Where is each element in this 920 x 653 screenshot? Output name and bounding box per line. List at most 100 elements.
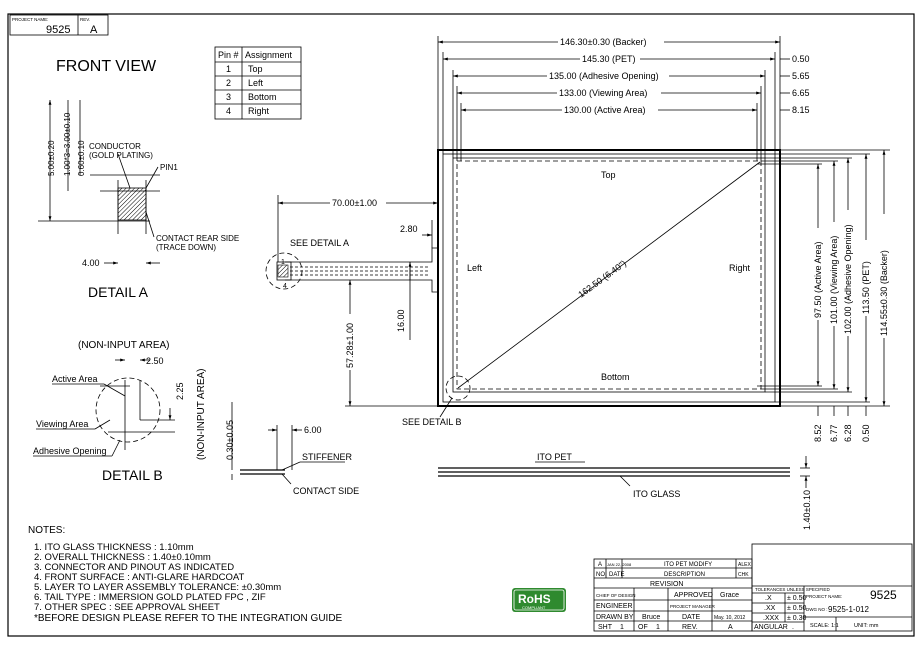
rohs-text: RoHS — [518, 592, 551, 606]
approved-label: APPROVED — [674, 592, 713, 599]
edge-left-label: Left — [467, 263, 483, 273]
rev-no: A — [598, 562, 602, 568]
dim-2-80: 2.80 — [400, 224, 418, 234]
dim-adhesive-width: 135.00 (Adhesive Opening) — [549, 71, 659, 81]
backer-outline — [437, 149, 781, 407]
dim-pitch: 1.00*3=3.00±0.10 — [63, 112, 72, 176]
side-view: 0.30±0.05 6.00 STIFFENER CONTACT SIDE IT… — [225, 402, 812, 530]
dim-57-28: 57.28±1.00 — [345, 323, 355, 368]
project-tag: PROJECT NAME: 9525 REV. A — [9, 14, 109, 36]
revision-block: A JAN 22, 2008 ITO PET MODIFY ALEX NO. D… — [593, 558, 753, 632]
conductor-label: CONDUCTOR — [89, 142, 141, 151]
dwg-label: DWG NO : — [806, 607, 828, 612]
dim-5-00: 5.00±0.20 — [47, 140, 56, 176]
project-name-value: 9525 — [870, 588, 897, 602]
engineer-label: ENGINEER — [596, 603, 633, 610]
angular-value: . — [792, 624, 794, 631]
pin-cell: 4 — [226, 106, 231, 116]
top-dimensions: 146.30±0.30 (Backer) 145.30 (PET) 135.00… — [437, 36, 810, 161]
rev-date: JAN 22, 2008 — [607, 562, 632, 567]
panel-outline: 162.50 (6.40") Top Left Right Bottom — [437, 149, 781, 407]
dim-2-50: 2.50 — [146, 356, 164, 366]
diagonal-label: 162.50 (6.40") — [576, 258, 628, 299]
revision-label: REVISION — [650, 581, 683, 588]
pm-label: PROJECT MANAGER — [670, 604, 716, 609]
rohs-logo: RoHS COMPLIANT — [512, 588, 566, 612]
drawn-by-label: DRAWN BY — [596, 614, 634, 621]
edge-bottom-label: Bottom — [601, 372, 630, 382]
tol-precision: .XXX — [763, 615, 779, 622]
notes-heading: NOTES: — [28, 525, 65, 536]
of-label: OF — [638, 624, 648, 631]
rev-tag-label: REV. — [80, 17, 90, 22]
hdr-description: DESCRIPTION — [664, 572, 705, 578]
pin-header: Pin # — [218, 50, 239, 60]
tolerance-title: TOLERANCES UNLESS SPECIFIED — [755, 587, 830, 592]
fpc-tail: 1 4 SEE DETAIL A 70.00±1.00 2.80 16.00 5… — [265, 195, 462, 427]
offset-5-65: 5.65 — [792, 71, 810, 81]
assignment-cell: Top — [248, 64, 263, 74]
detail-a: 5.00±0.20 1.00*3=3.00±0.10 0.60±0.10 CON… — [38, 100, 239, 268]
edge-right-label: Right — [729, 263, 751, 273]
hdr-chk: CHK — [738, 572, 749, 578]
contact-side-label: CONTACT SIDE — [293, 486, 359, 496]
tol-value: ± 0.50 — [787, 605, 807, 612]
dim-backer-width: 146.30±0.30 (Backer) — [560, 37, 647, 47]
notes: NOTES: 1. ITO GLASS THICKNESS : 1.10mm 2… — [28, 525, 343, 624]
contact-pads — [117, 187, 147, 221]
sht-label: SHT — [598, 624, 613, 631]
unit-label: UNIT: mm — [854, 623, 879, 629]
dim-4-00: 4.00 — [82, 258, 100, 268]
dwg-number: 9525-1-012 — [828, 605, 869, 614]
dim-16-00: 16.00 — [396, 309, 406, 332]
dim-active-height: 97.50 (Active Area) — [813, 241, 823, 318]
dim-pet-width: 145.30 (PET) — [582, 54, 636, 64]
ito-pet-label: ITO PET — [537, 452, 572, 462]
pin-cell: 2 — [226, 78, 231, 88]
viewing-area-label: Viewing Area — [36, 419, 88, 429]
date-value: May. 10, 2012 — [714, 615, 746, 621]
scale-label: SCALE: 1:1 — [810, 623, 839, 629]
note-item: 4. FRONT SURFACE : ANTI-GLARE HARDCOAT — [34, 572, 244, 583]
assignment-cell: Bottom — [248, 92, 277, 102]
tolerance-block: TOLERANCES UNLESS SPECIFIED .X ± 0.50 .X… — [751, 543, 913, 632]
pin-cell: 1 — [226, 64, 231, 74]
rev-chk: ALEX — [738, 562, 751, 568]
offset-6-65: 6.65 — [792, 88, 810, 98]
trace-down-label: (TRACE DOWN) — [156, 243, 216, 252]
dim-adhesive-height: 102.00 (Adhesive Opening) — [843, 224, 853, 334]
rev-label: REV. — [682, 624, 698, 631]
pin-table: Pin # Assignment 1 Top 2 Left 3 Bottom 4… — [214, 46, 302, 120]
rohs-sub: COMPLIANT — [522, 605, 546, 610]
rev-description: ITO PET MODIFY — [664, 562, 712, 568]
tol-value: ± 0.30 — [787, 615, 807, 622]
angular-label: ANGULAR — [754, 624, 788, 631]
right-dimensions: 97.50 (Active Area) 101.00 (Viewing Area… — [757, 149, 890, 442]
ito-glass-label: ITO GLASS — [633, 489, 680, 499]
assignment-cell: Right — [248, 106, 270, 116]
chief-label: CHIEF OF DESIGN — [596, 593, 636, 598]
pin-1-label: 1 — [281, 259, 285, 266]
dim-tail-length: 70.00±1.00 — [332, 198, 377, 208]
pin1-label: PIN1 — [160, 163, 178, 172]
detail-a-title: DETAIL A — [88, 284, 149, 300]
note-item: 2. OVERALL THICKNESS : 1.40±0.10mm — [34, 552, 211, 563]
offset-6-77: 6.77 — [829, 424, 839, 442]
date-label: DATE — [682, 614, 700, 621]
assignment-header: Assignment — [245, 50, 293, 60]
edge-top-label: Top — [601, 170, 616, 180]
see-detail-a-label: SEE DETAIL A — [290, 238, 349, 248]
dim-6-00: 6.00 — [304, 425, 322, 435]
adhesive-outline — [452, 157, 766, 393]
note-item: 1. ITO GLASS THICKNESS : 1.10mm — [34, 542, 194, 553]
active-area-label: Active Area — [52, 374, 98, 384]
tol-value: ± 0.50 — [787, 595, 807, 602]
dim-0-60: 0.60±0.10 — [77, 140, 86, 176]
pin-cell: 3 — [226, 92, 231, 102]
assignment-cell: Left — [248, 78, 264, 88]
dim-viewing-width: 133.00 (Viewing Area) — [559, 88, 647, 98]
detail-b-title: DETAIL B — [102, 467, 163, 483]
diagonal-line — [457, 161, 761, 389]
